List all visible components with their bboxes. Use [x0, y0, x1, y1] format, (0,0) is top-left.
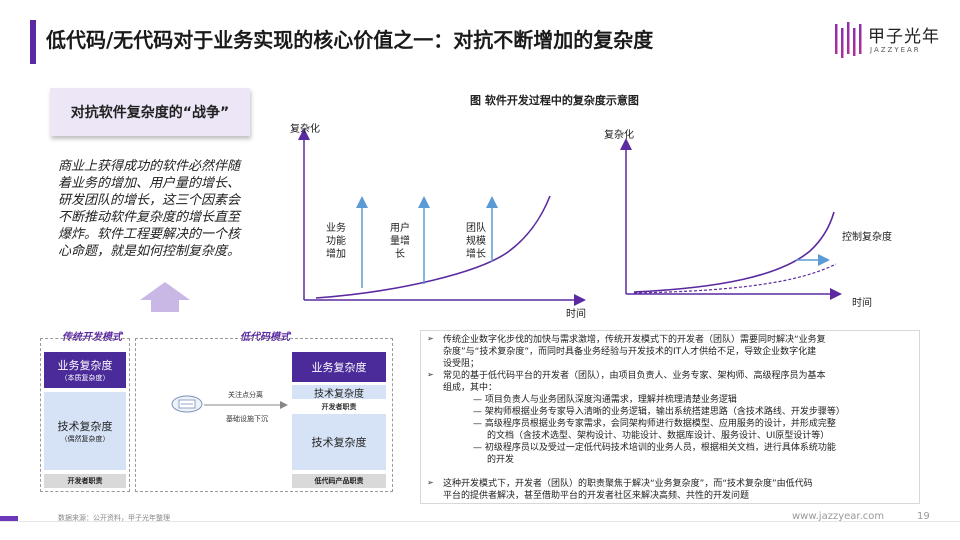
note-separation: 关注点分离: [228, 391, 263, 399]
complexity-chart-left: [298, 128, 586, 306]
lc-business-box: 业务复杂度: [292, 352, 386, 382]
logo-mark-icon: [835, 22, 862, 58]
bullet-line: 的文档（含技术选型、架构设计、功能设计、数据库设计、服务设计、UI原型设计等）: [487, 431, 830, 441]
bullet-line: 设受阻；: [443, 359, 480, 369]
bullet-box: ➢ ➢ ➢ 传统企业数字化步伐的加快与需求激增，传统开发模式下的开发者（团队）需…: [420, 330, 920, 504]
traditional-header: 传统开发模式: [62, 332, 122, 343]
bullet-line: 传统企业数字化步伐的加快与需求激增，传统开发模式下的开发者（团队）需要同时解决“…: [443, 335, 826, 345]
lowcode-header: 低代码模式: [240, 332, 290, 343]
figure-title: 图 软件开发过程中的复杂度示意图: [470, 94, 639, 107]
lowcode-frame: [135, 338, 393, 492]
arrow-label-business: 业务功能增加: [326, 223, 346, 260]
lc-tech-top-box: 技术复杂度: [292, 385, 386, 400]
left-x-label: 时间: [566, 309, 586, 320]
page-title: 低代码/无代码对于业务实现的核心价值之一：对抗不断增加的复杂度: [46, 28, 654, 52]
right-controlled-curve: [633, 263, 837, 294]
bullet-line: 这种开发模式下，开发者（团队）的职责聚焦于解决“业务复杂度”，而“技术复杂度”由…: [443, 479, 813, 489]
arrow-label-team: 团队规模增长: [466, 223, 486, 260]
data-source: 数据来源：公开资料，甲子光年整理: [58, 514, 170, 522]
traditional-frame: [40, 338, 130, 492]
war-title-box: 对抗软件复杂度的“战争”: [50, 88, 250, 136]
page-number: 19: [917, 511, 930, 522]
logo-text-cn: 甲子光年: [868, 27, 940, 47]
bullet-line: 平台的提供者解决，甚至借助平台的开发者社区来解决高频、共性的开发问题: [443, 491, 750, 501]
trad-business-box: 业务复杂度 （本质复杂度）: [44, 352, 126, 388]
arrow-label-users: 用户量增长: [390, 223, 410, 260]
trad-footer: 开发者职责: [44, 474, 126, 488]
server-icon: [171, 395, 203, 413]
bullet-line: 杂度”与“技术复杂度”，而同时具备业务经验与开发技术的IT人才供给不足，导致企业…: [443, 347, 817, 357]
lc-dev-label: 开发者职责: [321, 403, 357, 411]
bullet-line: — 初级程序员以及受过一定低代码技术培训的业务人员，根据相关文档，进行具体系统功…: [473, 443, 836, 453]
lc-tech-bottom-box: 技术复杂度: [292, 414, 386, 470]
separation-arrow-icon: [204, 401, 288, 409]
complexity-chart-right: [620, 138, 842, 300]
bullet-line: 的开发: [487, 455, 515, 465]
description-text: 商业上获得成功的软件必然伴随着业务的增加、用户量的增长、研发团队的增长，这三个因…: [58, 159, 241, 259]
title-accent-bar: [30, 20, 36, 64]
bullet-line: 组成，其中：: [443, 383, 498, 393]
logo-text-en: JAZZYEAR: [870, 46, 921, 54]
war-title: 对抗软件复杂度的“战争”: [70, 105, 230, 121]
left-complexity-curve: [315, 195, 551, 299]
left-y-label: 复杂化: [290, 124, 320, 135]
bullet-marker: ➢: [427, 334, 434, 343]
right-complexity-curve: [633, 211, 835, 293]
right-x-label: 时间: [852, 298, 872, 309]
bullet-line: — 项目负责人与业务团队深度沟通需求，理解并梳理清楚业务逻辑: [473, 395, 737, 405]
trad-tech-box: 技术复杂度 （偶然复杂度）: [44, 392, 126, 470]
note-infrastructure: 基础设施下沉: [226, 415, 268, 423]
bullet-marker: ➢: [427, 370, 434, 379]
bullet-line: — 高级程序员根据业务专家需求，会同架构师进行数据模型、应用服务的设计，并形成完…: [473, 419, 836, 429]
footer-accent: [0, 516, 18, 521]
right-y-label: 复杂化: [604, 130, 634, 141]
up-arrow-icon: [140, 282, 190, 312]
bullet-marker: ➢: [427, 478, 434, 487]
logo: 甲子光年 JAZZYEAR: [832, 20, 942, 60]
control-complexity-label: 控制复杂度: [842, 232, 892, 243]
footer-divider: [0, 521, 960, 522]
lc-footer: 低代码产品职责: [292, 474, 386, 488]
bullet-line: — 架构师根据业务专家导入清晰的业务逻辑，输出系统搭建思路（含技术路线、开发步骤…: [473, 407, 845, 417]
website-link[interactable]: www.jazzyear.com: [792, 511, 885, 522]
bullet-line: 常见的基于低代码平台的开发者（团队），由项目负责人、业务专家、架构师、高级程序员…: [443, 371, 826, 381]
